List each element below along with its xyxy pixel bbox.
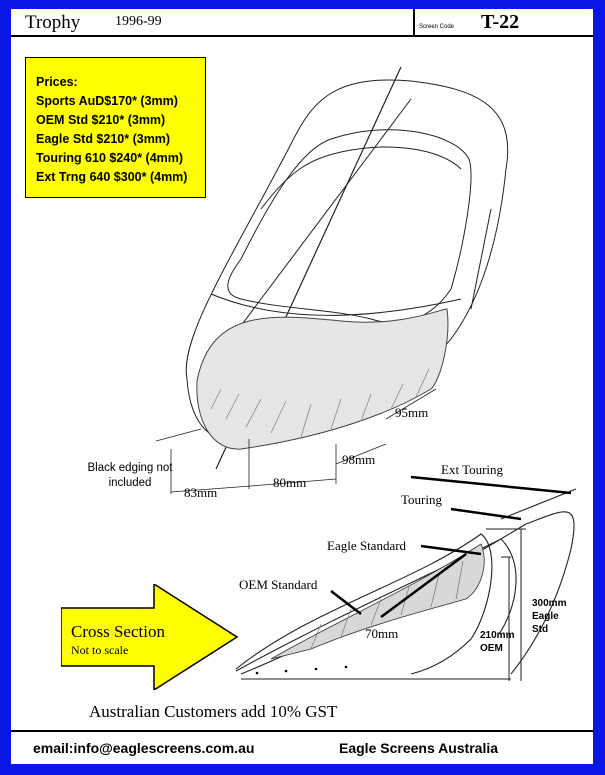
label-ext-touring: Ext Touring — [441, 462, 504, 477]
cross-section-arrow — [61, 584, 239, 690]
label-oem-standard: OEM Standard — [239, 577, 318, 592]
hatched-edge-area — [196, 308, 449, 450]
product-sheet: Trophy 1996-99 Screen Code T-22 — [11, 9, 593, 764]
measure-83mm: 83mm — [184, 485, 218, 500]
price-heading: Prices: — [36, 75, 78, 89]
profile-outer — [235, 533, 493, 675]
header-divider — [413, 9, 415, 35]
measure-95mm: 95mm — [395, 405, 429, 420]
screen-code: T-22 — [481, 11, 520, 33]
black-edging-note: Black edging not included — [87, 462, 173, 489]
label-300mm: 300mm Eagle Std — [532, 598, 567, 635]
company-name: Eagle Screens Australia — [339, 740, 499, 756]
windscreen-drawing — [155, 66, 577, 681]
measure-80mm: 80mm — [273, 475, 307, 490]
cross-section-title: Cross Section — [71, 622, 165, 641]
screen-inner-outline — [227, 129, 472, 324]
label-70mm: 70mm — [365, 626, 399, 641]
pointer-touring — [450, 507, 522, 521]
price-item: OEM Std $210* (3mm) — [36, 113, 166, 127]
gst-note: Australian Customers add 10% GST — [89, 702, 338, 721]
model-name: Trophy — [25, 12, 81, 33]
measure-98mm: 98mm — [342, 452, 376, 467]
oem-hatch — [270, 543, 485, 660]
header-bar: Trophy 1996-99 Screen Code T-22 — [11, 9, 593, 37]
price-list: Prices: Sports AuD$170* (3mm) OEM Std $2… — [25, 57, 206, 198]
label-eagle-standard: Eagle Standard — [327, 538, 407, 553]
screen-code-label: Screen Code — [419, 24, 455, 30]
price-item: Eagle Std $210* (3mm) — [36, 132, 171, 146]
price-item: Touring 610 $240* (4mm) — [36, 151, 184, 165]
cross-section-subtitle: Not to scale — [71, 643, 129, 657]
footer-bar: email:info@eaglescreens.com.au Eagle Scr… — [11, 730, 593, 766]
label-210mm: 210mm OEM — [480, 630, 515, 654]
price-item: Ext Trng 640 $300* (4mm) — [36, 170, 188, 184]
pointer-ext-touring — [410, 475, 572, 495]
price-item: Sports AuD$170* (3mm) — [36, 94, 178, 108]
pointer-eagle-std — [420, 544, 482, 556]
model-years: 1996-99 — [115, 14, 162, 29]
pointer-oem — [330, 590, 362, 615]
contact-email[interactable]: email:info@eaglescreens.com.au — [33, 740, 255, 756]
pointer-70mm — [380, 552, 467, 619]
label-touring: Touring — [401, 492, 442, 507]
